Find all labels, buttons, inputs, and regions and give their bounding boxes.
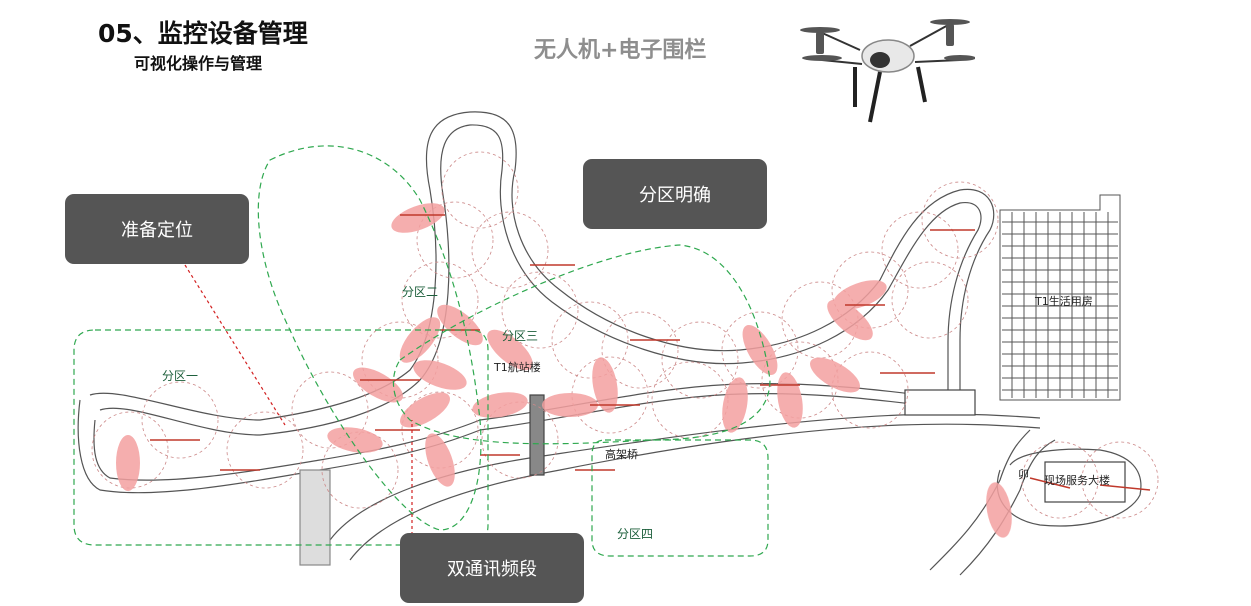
- site-roads: [77, 111, 1142, 576]
- zone1-label: 分区一: [162, 369, 198, 383]
- camera-sector: [327, 427, 383, 453]
- coverage-circle: [226, 411, 304, 489]
- coverage-circle: [441, 151, 519, 229]
- camera-sector: [833, 280, 887, 310]
- camera-sector: [810, 357, 860, 393]
- camera-sector: [472, 392, 528, 418]
- dormitory-label: T1生活用房: [1034, 294, 1093, 308]
- device-line: [1029, 477, 1071, 489]
- coverage-circle: [481, 401, 559, 479]
- camera-sector: [437, 304, 483, 346]
- camera-sector: [777, 372, 803, 428]
- zone2-label: 分区二: [402, 285, 438, 299]
- coverage-circle: [831, 251, 909, 329]
- device-line: [1099, 484, 1151, 491]
- coverage-circle: [1021, 441, 1099, 519]
- coverage-circle: [1081, 441, 1159, 519]
- callout-prepare-position: 准备定位: [65, 194, 249, 264]
- coverage-circle: [881, 211, 959, 289]
- station-label: T1航站楼: [493, 360, 541, 374]
- coverage-circle: [91, 411, 169, 489]
- page-subtitle: 可视化操作与管理: [134, 54, 263, 73]
- bridge-label: 高架桥: [605, 447, 638, 461]
- coverage-circle: [601, 311, 679, 389]
- coverage-circle: [921, 181, 999, 259]
- coverage-circle: [291, 371, 369, 449]
- coverage-circle: [831, 351, 909, 429]
- pointer-lines: [184, 264, 413, 535]
- coverage-circle: [891, 261, 969, 339]
- dormitory-grid: [999, 194, 1121, 401]
- camera-sector: [542, 393, 598, 417]
- camera-sector: [742, 325, 778, 375]
- section-heading: 无人机+电子围栏: [534, 38, 707, 63]
- camera-sector: [116, 435, 140, 491]
- callout-dual-band: 双通讯频段: [400, 533, 584, 603]
- camera-sector: [413, 360, 467, 390]
- camera-sector: [400, 392, 450, 428]
- coverage-circle: [361, 321, 439, 399]
- device-lines: [150, 214, 1151, 491]
- zone4-outline: [591, 439, 769, 557]
- camera-sectors: [116, 203, 1012, 538]
- zone3-outline: [392, 244, 771, 445]
- camera-sector: [827, 299, 873, 341]
- zone3-label: 分区三: [502, 329, 538, 343]
- camera-sector: [986, 482, 1012, 538]
- coverage-circle: [721, 311, 799, 389]
- service-building-label: 现场服务大楼: [1044, 473, 1110, 487]
- coverage-circle: [501, 271, 579, 349]
- zone2-outline: [257, 145, 482, 531]
- coverage-circle: [551, 301, 629, 379]
- small-mark-label: 卯: [1018, 468, 1029, 481]
- page-title: 05、监控设备管理: [98, 19, 308, 48]
- coverage-circle: [416, 201, 494, 279]
- zone4-label: 分区四: [617, 527, 653, 541]
- coverage-circle: [661, 321, 739, 399]
- camera-sector: [399, 317, 441, 363]
- drone-icon: [800, 19, 975, 123]
- coverage-circle: [401, 261, 479, 339]
- coverage-circle: [571, 356, 649, 434]
- camera-sector: [391, 203, 445, 233]
- coverage-circle: [141, 381, 219, 459]
- camera-sector: [592, 357, 618, 413]
- camera-sector: [722, 377, 748, 433]
- coverage-circle: [401, 391, 479, 469]
- callout-clear-zones: 分区明确: [583, 159, 767, 229]
- camera-sector: [353, 367, 403, 403]
- coverage-circle: [651, 361, 729, 439]
- camera-sector: [487, 329, 533, 371]
- coverage-circle: [471, 211, 549, 289]
- camera-sector: [425, 433, 455, 487]
- coverage-circle: [321, 431, 399, 509]
